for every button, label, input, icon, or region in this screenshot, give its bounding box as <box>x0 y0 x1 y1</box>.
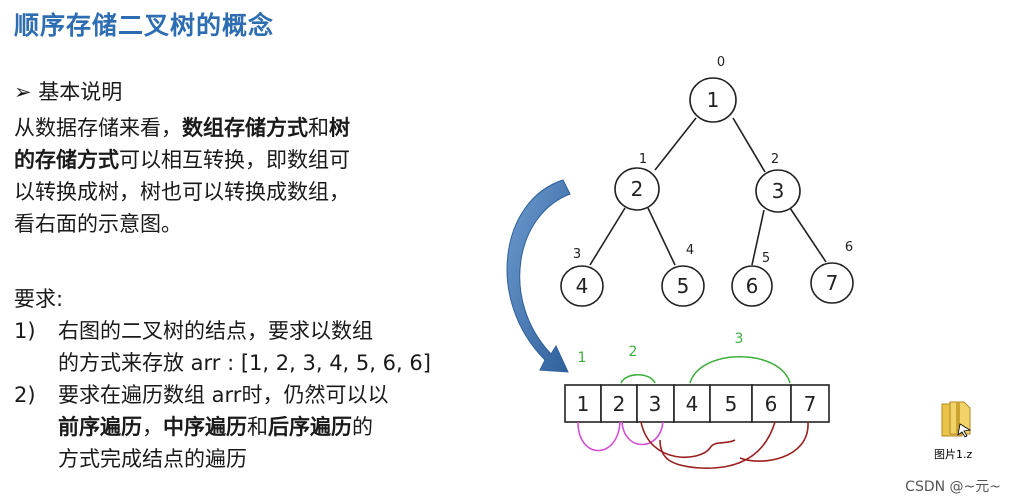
file-icon[interactable] <box>936 398 976 440</box>
requirement-item-1: 1) 右图的二叉树的结点，要求以数组 的方式来存放 arr : [1, 2, 3… <box>14 315 504 379</box>
arc-darkred <box>739 421 809 462</box>
arc-pink <box>621 421 664 446</box>
tree-node-6 <box>731 265 773 307</box>
page-title: 顺序存储二叉树的概念 <box>14 11 275 40</box>
tree-node-label: 7 <box>826 271 839 295</box>
requirement-number: 1) <box>14 319 36 343</box>
array-cell-value: 6 <box>765 392 778 416</box>
arc-label: 1 <box>578 350 587 366</box>
arc-darkred <box>640 421 736 459</box>
tree-index-label: 1 <box>639 152 647 167</box>
arc-green <box>620 373 656 384</box>
tree-node-1 <box>689 77 737 123</box>
array-cell-value: 3 <box>649 392 662 416</box>
array-cell <box>673 384 711 423</box>
tree-index-label: 5 <box>762 251 770 266</box>
desc-line-4: 看右面的示意图。 <box>14 212 182 236</box>
array-cell <box>709 384 753 423</box>
array-cell-value: 2 <box>613 392 626 416</box>
arc-darkred <box>659 421 776 469</box>
requirements-heading: 要求: <box>14 287 64 311</box>
basic-description: 从数据存储来看，数组存储方式和树 的存储方式可以相互转换，即数组可 以转换成树，… <box>14 112 494 240</box>
array-cell-value: 7 <box>804 392 817 416</box>
tree-index-label: 0 <box>717 55 725 70</box>
array-cell-value: 5 <box>725 392 738 416</box>
tree-node-label: 3 <box>772 179 785 203</box>
arc-pink <box>577 421 621 452</box>
array-cells <box>564 384 830 423</box>
tree-index-label: 3 <box>573 247 581 262</box>
tree-node-label: 4 <box>576 274 589 298</box>
desc-line-3: 以转换成树，树也可以转换成数组， <box>14 180 350 204</box>
tree-node-label: 5 <box>677 274 690 298</box>
tree-index-label: 2 <box>771 152 779 167</box>
desc-line-2: 的存储方式可以相互转换，即数组可 <box>14 148 350 172</box>
tree-edges <box>589 117 827 266</box>
tree-node-label: 1 <box>707 88 720 112</box>
tree-node-7 <box>810 262 854 304</box>
desc-line-1: 从数据存储来看，数组存储方式和树 <box>14 116 350 140</box>
array-cell-value: 1 <box>577 392 590 416</box>
tree-node-label: 2 <box>631 177 644 201</box>
bullet-arrow: ➢ <box>14 80 32 104</box>
requirements: 要求: 1) 右图的二叉树的结点，要求以数组 的方式来存放 arr : [1, … <box>14 283 504 475</box>
tree-index-label: 6 <box>845 240 853 255</box>
basic-heading-line: ➢ 基本说明 <box>14 76 122 108</box>
watermark: CSDN @~元~ <box>905 479 1001 495</box>
requirement-item-2: 2) 要求在遍历数组 arr时，仍然可以以 前序遍历，中序遍历和后序遍历的 方式… <box>14 379 504 475</box>
arc-green <box>689 356 791 384</box>
arc-label: 3 <box>735 331 744 347</box>
curved-arrow <box>506 179 571 373</box>
array-cell-value: 4 <box>686 392 699 416</box>
basic-heading: 基本说明 <box>38 80 123 104</box>
tree-node-4 <box>560 265 604 307</box>
tree-node-5 <box>661 265 705 307</box>
file-label[interactable]: 图片1.z <box>934 448 973 461</box>
tree-node-2 <box>614 167 660 211</box>
tree-node-3 <box>755 169 801 213</box>
array-cell <box>790 384 830 423</box>
tree-index-label: 4 <box>686 243 694 258</box>
tree-node-label: 6 <box>746 274 759 298</box>
arc-label: 2 <box>629 344 638 360</box>
requirement-number: 2) <box>14 383 36 407</box>
